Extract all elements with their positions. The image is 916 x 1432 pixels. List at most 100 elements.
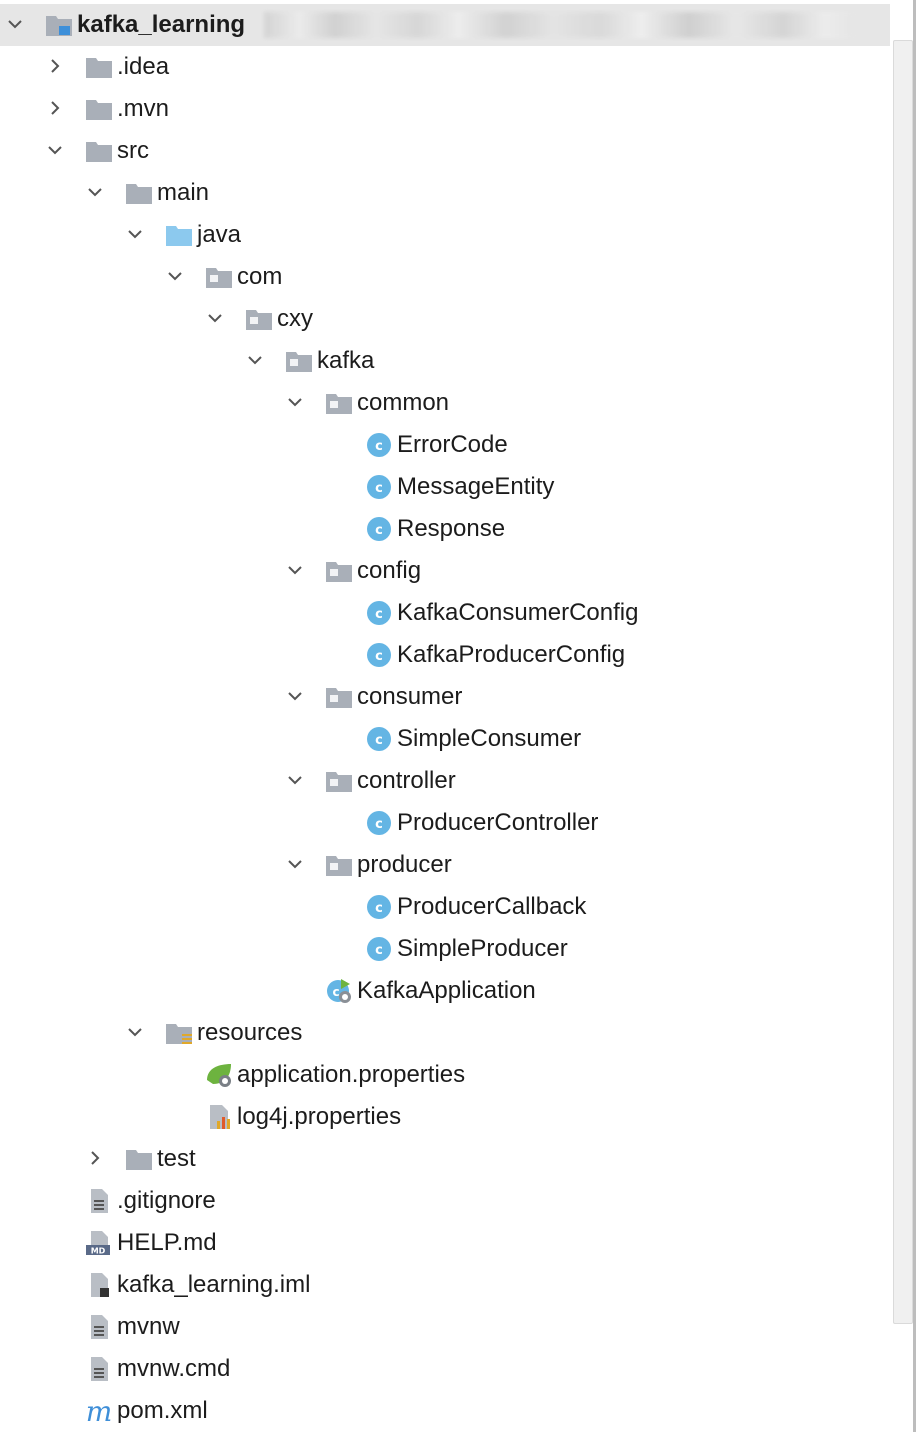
chevron-down-icon[interactable] (246, 351, 264, 369)
tree-row-test[interactable]: test (0, 1138, 890, 1180)
svg-text:c: c (332, 985, 339, 999)
text-file-icon (85, 1314, 113, 1340)
chevron-down-icon[interactable] (46, 141, 64, 159)
tree-row-response[interactable]: c Response (0, 508, 890, 550)
tree-row-kafka[interactable]: kafka (0, 340, 890, 382)
svg-text:c: c (375, 817, 383, 832)
chevron-down-icon[interactable] (166, 267, 184, 285)
tree-row-simpleconsumer[interactable]: c SimpleConsumer (0, 718, 890, 760)
spring-properties-icon (205, 1062, 233, 1088)
java-class-icon: c (365, 810, 393, 836)
tree-row-log4j-properties[interactable]: log4j.properties (0, 1096, 890, 1138)
tree-item-label: KafkaConsumerConfig (397, 599, 639, 626)
scrollbar-thumb[interactable] (893, 40, 913, 1324)
tree-item-label: .gitignore (117, 1187, 216, 1214)
spring-boot-app-icon: c (325, 978, 353, 1004)
tree-item-label: cxy (277, 305, 313, 332)
tree-row-mvnw-cmd[interactable]: mvnw.cmd (0, 1348, 890, 1390)
tree-item-label: kafka_learning.iml (117, 1271, 311, 1298)
tree-row-application-properties[interactable]: application.properties (0, 1054, 890, 1096)
tree-item-label: Response (397, 515, 506, 542)
svg-text:m: m (86, 1398, 113, 1424)
tree-item-label: application.properties (237, 1061, 466, 1088)
package-icon (245, 306, 273, 332)
tree-item-label: MessageEntity (397, 473, 555, 500)
chevron-right-icon[interactable] (46, 99, 64, 117)
tree-row-gitignore[interactable]: .gitignore (0, 1180, 890, 1222)
tree-item-label: java (197, 221, 242, 248)
tree-item-label: SimpleConsumer (397, 725, 582, 752)
chevron-down-icon[interactable] (126, 1023, 144, 1041)
folder-icon (85, 138, 113, 164)
iml-file-icon (85, 1272, 113, 1298)
tree-item-label: producer (357, 851, 452, 878)
tree-row-resources[interactable]: resources (0, 1012, 890, 1054)
tree-row-mvnw[interactable]: mvnw (0, 1306, 890, 1348)
tree-row-java[interactable]: java (0, 214, 890, 256)
chevron-right-icon[interactable] (86, 1149, 104, 1167)
tree-item-label: ProducerCallback (397, 893, 587, 920)
chevron-down-icon[interactable] (126, 225, 144, 243)
chevron-down-icon[interactable] (286, 393, 304, 411)
tree-row-kafka-learning[interactable]: kafka_learning (0, 4, 890, 46)
tree-row-controller[interactable]: controller (0, 760, 890, 802)
tree-row-producercontroller[interactable]: c ProducerController (0, 802, 890, 844)
chevron-down-icon[interactable] (6, 15, 24, 33)
tree-row-producer[interactable]: producer (0, 844, 890, 886)
tree-row-kafka-learning-iml[interactable]: kafka_learning.iml (0, 1264, 890, 1306)
package-icon (325, 684, 353, 710)
tree-item-label: ErrorCode (397, 431, 508, 458)
svg-text:c: c (375, 523, 383, 538)
chevron-down-icon[interactable] (286, 687, 304, 705)
java-class-icon: c (365, 600, 393, 626)
chevron-down-icon[interactable] (286, 771, 304, 789)
tree-row-idea[interactable]: .idea (0, 46, 890, 88)
java-class-icon: c (365, 936, 393, 962)
tree-row-common[interactable]: common (0, 382, 890, 424)
tree-row-messageentity[interactable]: c MessageEntity (0, 466, 890, 508)
java-class-icon: c (365, 894, 393, 920)
tree-row-config[interactable]: config (0, 550, 890, 592)
tree-row-consumer[interactable]: consumer (0, 676, 890, 718)
tree-item-label: mvnw.cmd (117, 1355, 231, 1382)
redacted-project-path (264, 12, 854, 38)
svg-text:c: c (375, 607, 383, 622)
svg-text:c: c (375, 481, 383, 496)
folder-icon (125, 180, 153, 206)
tree-item-label: common (357, 389, 450, 416)
tree-item-label: pom.xml (117, 1397, 208, 1424)
tree-row-kafkaconsumerconfig[interactable]: c KafkaConsumerConfig (0, 592, 890, 634)
tree-item-label: log4j.properties (237, 1103, 402, 1130)
java-class-icon: c (365, 642, 393, 668)
panel-border (913, 0, 916, 1432)
tree-row-mvn[interactable]: .mvn (0, 88, 890, 130)
maven-pom-icon: m (85, 1395, 113, 1428)
folder-icon (85, 96, 113, 122)
tree-row-com[interactable]: com (0, 256, 890, 298)
tree-row-main[interactable]: main (0, 172, 890, 214)
package-icon (325, 558, 353, 584)
tree-row-cxy[interactable]: cxy (0, 298, 890, 340)
chevron-down-icon[interactable] (286, 855, 304, 873)
tree-row-src[interactable]: src (0, 130, 890, 172)
tree-item-label: ProducerController (397, 809, 599, 836)
chevron-right-icon[interactable] (46, 57, 64, 75)
chevron-down-icon[interactable] (286, 561, 304, 579)
tree-item-label: KafkaProducerConfig (397, 641, 626, 668)
java-class-icon: c (365, 432, 393, 458)
text-file-icon (85, 1188, 113, 1214)
markdown-file-icon: MD (85, 1230, 113, 1256)
folder-icon (85, 54, 113, 80)
chevron-down-icon[interactable] (206, 309, 224, 327)
folder-icon (125, 1146, 153, 1172)
svg-text:c: c (375, 733, 383, 748)
chevron-down-icon[interactable] (86, 183, 104, 201)
resources-folder-icon (165, 1020, 193, 1046)
